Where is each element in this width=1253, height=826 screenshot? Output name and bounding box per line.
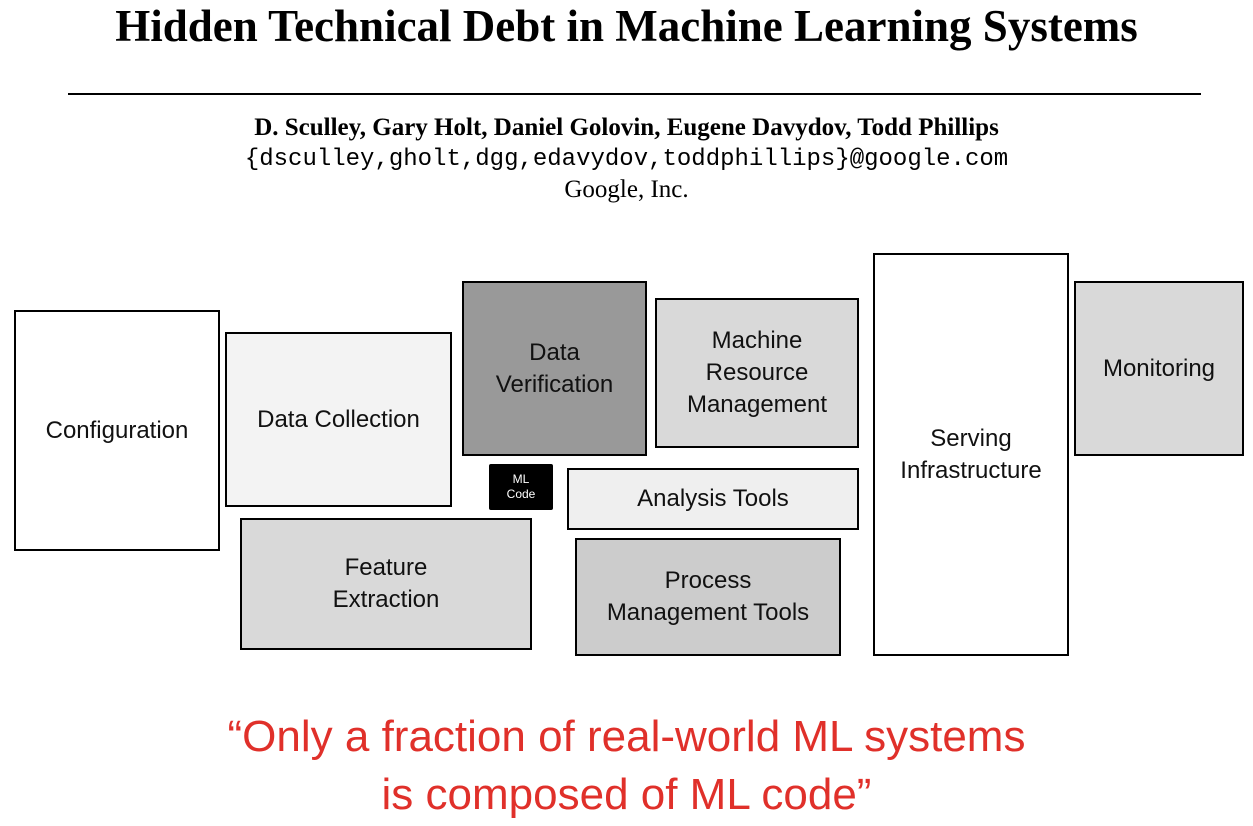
- author-list: D. Sculley, Gary Holt, Daniel Golovin, E…: [254, 114, 999, 141]
- box-data-collection: Data Collection: [225, 332, 452, 507]
- box-label: Extraction: [332, 586, 440, 613]
- paper-title: Hidden Technical Debt in Machine Learnin…: [115, 1, 1138, 51]
- box-label: Analysis Tools: [637, 485, 789, 512]
- affiliation: Google, Inc.: [564, 176, 689, 203]
- box-label: Monitoring: [1102, 354, 1216, 382]
- quote-line: is composed of ML code”: [381, 770, 872, 819]
- box-label: Verification: [495, 370, 614, 398]
- box-label: ML: [512, 472, 530, 486]
- box-label: Process: [664, 567, 752, 594]
- quote-line: “Only a fraction of real-world ML system…: [227, 712, 1026, 761]
- box-label: Serving: [930, 424, 1012, 452]
- box-monitoring: Monitoring: [1074, 281, 1244, 456]
- box-label: Configuration: [45, 416, 189, 444]
- box-label: Machine: [711, 327, 803, 354]
- box-label: Feature: [344, 554, 428, 581]
- box-label: Resource: [705, 359, 809, 386]
- box-label: Management: [686, 391, 828, 418]
- title-divider: [68, 93, 1201, 95]
- box-configuration: Configuration: [14, 310, 220, 551]
- box-label: Data: [529, 338, 580, 366]
- box-analysis-tools: Analysis Tools: [567, 468, 859, 530]
- box-label: Infrastructure: [900, 456, 1042, 484]
- author-emails: {dsculley,gholt,dgg,edavydov,toddphillip…: [244, 146, 1009, 173]
- box-label: Management Tools: [606, 599, 810, 626]
- quote: “Only a fraction of real-world ML system…: [0, 708, 1253, 824]
- box-label: Data Collection: [257, 405, 420, 433]
- box-label: Code: [506, 487, 536, 501]
